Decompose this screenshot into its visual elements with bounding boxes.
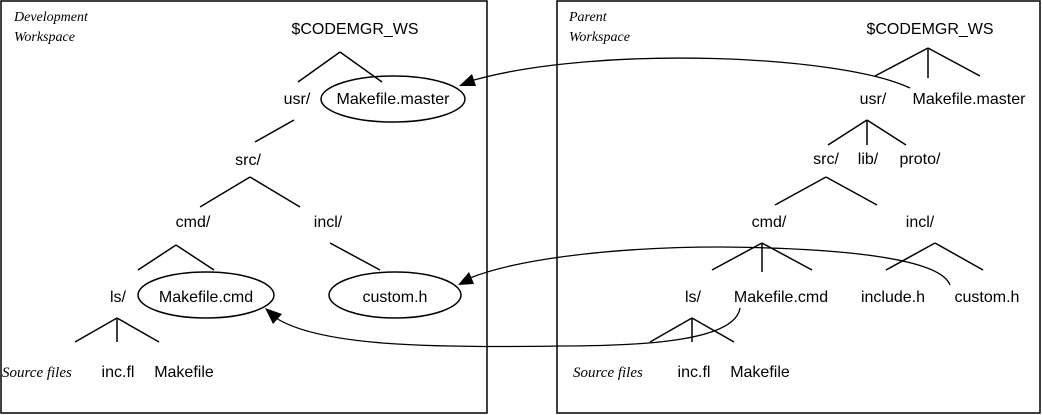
dev-node-inc-fl: inc.fl bbox=[102, 364, 135, 381]
arrow-custom-h bbox=[469, 246, 951, 286]
dev-highlight-custom-h bbox=[328, 271, 462, 319]
arrow-custom-h-head bbox=[458, 272, 474, 285]
parent-node-usr: usr/ bbox=[860, 91, 887, 108]
parent-node-makefile-cmd: Makefile.cmd bbox=[734, 289, 828, 306]
parent-node-custom-h: custom.h bbox=[955, 289, 1020, 306]
parent-edge-ls-source bbox=[649, 317, 693, 343]
bringover-arrows bbox=[265, 57, 951, 348]
dev-edge-src-incl bbox=[249, 176, 301, 208]
parent-edge-incl-include-h bbox=[885, 242, 936, 271]
parent-node-root: $CODEMGR_WS bbox=[866, 21, 993, 38]
parent-node-inc-fl: inc.fl bbox=[678, 364, 711, 381]
dev-node-ls: ls/ bbox=[110, 289, 127, 306]
dev-caption-line1: Development bbox=[13, 10, 89, 25]
parent-node-makefile: Makefile bbox=[730, 364, 790, 381]
arrow-makefile-master-head bbox=[459, 74, 476, 86]
parent-node-lib: lib/ bbox=[858, 151, 879, 168]
parent-edge-cmd-include-h bbox=[761, 242, 813, 271]
parent-node-include-h: include.h bbox=[861, 289, 925, 306]
parent-node-src: src/ bbox=[813, 151, 839, 168]
dev-highlight-makefile-cmd bbox=[137, 271, 275, 319]
arrow-makefile-cmd-head bbox=[265, 308, 282, 324]
parent-edge-root-right bbox=[927, 47, 981, 77]
dev-node-source-files: Source files bbox=[2, 365, 72, 381]
dev-node-root: $CODEMGR_WS bbox=[291, 21, 418, 38]
parent-edge-usr-src bbox=[827, 119, 868, 146]
parent-edge-incl-custom-h bbox=[934, 242, 984, 271]
parent-edge-ls-makefile bbox=[691, 317, 735, 343]
parent-workspace-panel: Parent Workspace $CODEMGR_WS usr/ Makefi… bbox=[556, 0, 1041, 414]
parent-edge-usr-proto bbox=[866, 119, 907, 146]
arrow-makefile-cmd bbox=[275, 307, 741, 348]
parent-caption-line2: Workspace bbox=[569, 30, 630, 45]
dev-edge-root-master bbox=[339, 51, 383, 83]
dev-edge-src-cmd bbox=[199, 176, 251, 208]
dev-node-incl: incl/ bbox=[314, 214, 343, 231]
dev-node-makefile-master: Makefile.master bbox=[337, 91, 451, 108]
dev-node-src: src/ bbox=[235, 152, 261, 169]
arrow-makefile-master bbox=[473, 57, 911, 89]
parent-node-cmd: cmd/ bbox=[752, 214, 787, 231]
dev-node-makefile: Makefile bbox=[154, 364, 214, 381]
parent-workspace-frame bbox=[556, 0, 1041, 414]
parent-edge-root-left bbox=[874, 47, 929, 77]
parent-node-ls: ls/ bbox=[685, 289, 702, 306]
dev-edge-ls-source bbox=[74, 317, 118, 343]
parent-node-source-files: Source files bbox=[573, 365, 643, 381]
dev-edge-ls-makefile bbox=[116, 317, 160, 343]
dev-node-cmd: cmd/ bbox=[176, 214, 211, 231]
dev-edge-root-usr bbox=[297, 51, 341, 83]
parent-edge-src-incl bbox=[825, 176, 878, 206]
dev-edge-incl-custom bbox=[329, 242, 381, 271]
development-workspace-panel: Development Workspace $CODEMGR_WS usr/ M… bbox=[0, 0, 488, 414]
dev-caption-line2: Workspace bbox=[14, 30, 75, 45]
dev-edge-cmd-ls bbox=[137, 244, 177, 271]
dev-node-makefile-cmd: Makefile.cmd bbox=[159, 289, 253, 306]
dev-edge-usr-src bbox=[254, 119, 295, 143]
parent-node-incl: incl/ bbox=[906, 214, 935, 231]
parent-node-makefile-master: Makefile.master bbox=[913, 91, 1027, 108]
development-workspace-frame bbox=[0, 0, 488, 414]
parent-caption-line1: Parent bbox=[568, 10, 608, 25]
parent-edge-src-cmd bbox=[774, 176, 827, 206]
parent-node-proto: proto/ bbox=[900, 151, 941, 168]
dev-highlight-makefile-master bbox=[320, 75, 466, 123]
dev-edge-cmd-makefile-cmd bbox=[175, 244, 215, 271]
dev-node-custom-h: custom.h bbox=[363, 289, 428, 306]
dev-node-usr: usr/ bbox=[284, 91, 311, 108]
